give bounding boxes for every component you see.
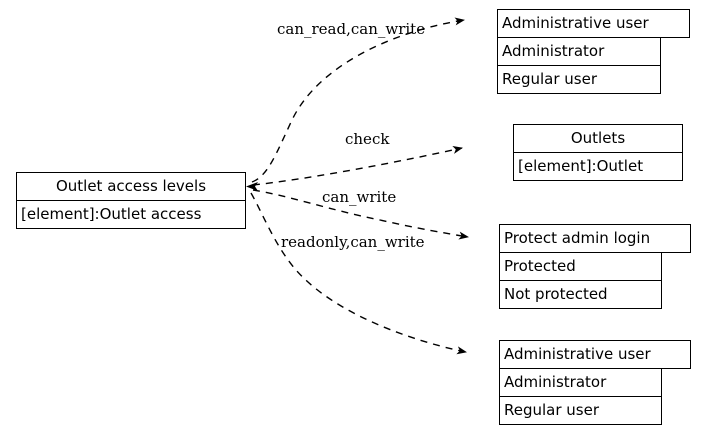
edge-can-read-can-write: [251, 17, 465, 183]
edge-label-check: check: [345, 130, 390, 148]
node-protect-admin-login[interactable]: Protect admin login Protected Not protec…: [499, 224, 691, 309]
edge-label-readonly-can-write: readonly,can_write: [281, 233, 425, 251]
node-title-administrative-user-top: Administrative user: [497, 9, 690, 38]
node-administrative-user-top[interactable]: Administrative user Administrator Regula…: [497, 9, 690, 94]
node-outlet-access-levels[interactable]: Outlet access levels [element]:Outlet ac…: [16, 172, 246, 229]
node-row-regular-user-bottom: Regular user: [499, 396, 662, 425]
node-row-element-outlet: [element]:Outlet: [513, 152, 683, 181]
node-title-administrative-user-bottom: Administrative user: [499, 340, 691, 369]
node-title-outlet-access-levels: Outlet access levels: [16, 172, 246, 201]
node-outlets[interactable]: Outlets [element]:Outlet: [513, 124, 683, 181]
node-row-administrator-top: Administrator: [497, 37, 661, 66]
node-field-outlet-access: [element]:Outlet access: [16, 200, 246, 229]
node-administrative-user-bottom[interactable]: Administrative user Administrator Regula…: [499, 340, 691, 425]
node-title-protect-admin-login: Protect admin login: [499, 224, 691, 253]
node-row-administrator-bottom: Administrator: [499, 368, 662, 397]
node-title-outlets: Outlets: [513, 124, 683, 153]
node-row-regular-user-top: Regular user: [497, 65, 661, 94]
node-row-not-protected: Not protected: [499, 280, 662, 309]
edge-arrowhead-into-source: [246, 182, 258, 191]
edge-readonly-can-write: [250, 192, 467, 355]
edge-check: [252, 146, 463, 186]
edge-label-can-write: can_write: [322, 188, 397, 206]
node-row-protected: Protected: [499, 252, 662, 281]
edge-label-can-read-can-write: can_read,can_write: [277, 20, 426, 38]
